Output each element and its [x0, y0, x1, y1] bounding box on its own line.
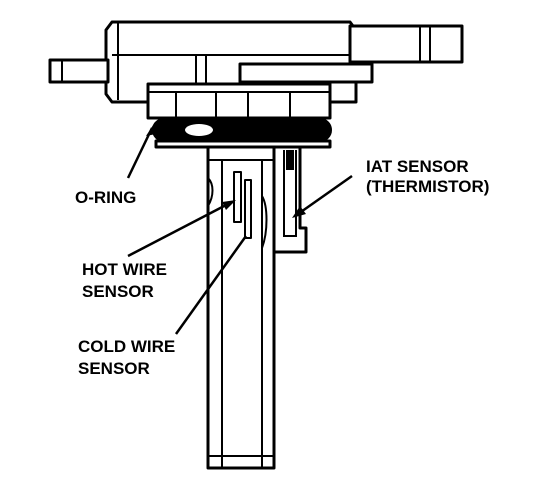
iat-sensor-label-line2: (THERMISTOR): [366, 177, 489, 196]
cold-wire-element: [244, 179, 252, 239]
mounting-base: [146, 82, 332, 120]
leader-hot-wire: [127, 200, 236, 258]
cold-wire-label-line1: COLD WIRE: [78, 337, 175, 356]
leader-cold-wire: [174, 235, 248, 335]
hot-wire-label-line1: HOT WIRE: [82, 260, 167, 279]
hot-wire-element: [233, 171, 242, 223]
probe-body: [206, 145, 276, 470]
o-ring-label: O-RING: [75, 188, 136, 207]
iat-sensor-housing: [272, 145, 308, 254]
leader-o-ring: [126, 122, 156, 179]
connector-latch-left: [48, 58, 110, 84]
hot-wire-label-line2: SENSOR: [82, 282, 154, 301]
leader-iat-sensor: [292, 174, 353, 218]
o-ring: [152, 118, 332, 142]
cold-wire-label-line2: SENSOR: [78, 359, 150, 378]
iat-sensor-label-line1: IAT SENSOR: [366, 157, 469, 176]
connector-terminal-right: [238, 24, 464, 84]
